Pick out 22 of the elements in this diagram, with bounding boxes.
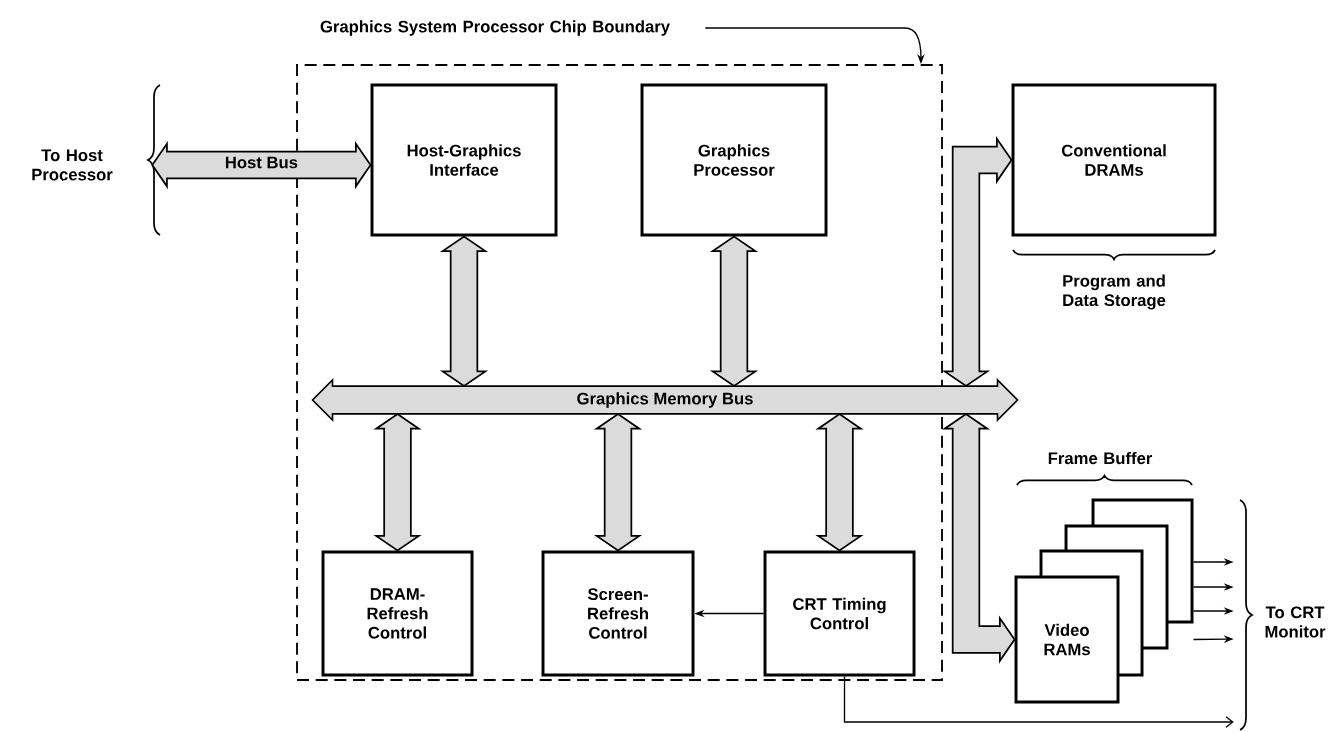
bus-arrow (815, 412, 864, 552)
process-box: Screen-Refresh Control (541, 550, 695, 677)
bus-arrow (709, 235, 759, 388)
bus-arrow (373, 412, 422, 552)
process-box: Graphics Processor (640, 83, 828, 237)
process-box: DRAM-Refresh Control (321, 550, 474, 677)
bus-arrow (593, 412, 643, 552)
label-text: To Host Processor (32, 149, 113, 181)
arrow (843, 675, 1234, 728)
caption-text: Program and Data Storage (1063, 274, 1166, 310)
label-text: To CRT Monitor (1265, 606, 1326, 638)
process-box: Host-Graphics Interface (370, 83, 558, 237)
process-box: CRT Timing Control (763, 550, 916, 677)
edge-label: Host Bus (225, 156, 298, 169)
process-box: Conventional DRAMs (1011, 83, 1217, 237)
bus-arrow (941, 135, 1013, 388)
label-text: Graphics System Processor Chip Boundary (320, 20, 670, 36)
memory-chip-stack: Video RAMs (1014, 498, 1194, 704)
bus-arrow (439, 235, 489, 388)
bus-arrow (941, 412, 1016, 664)
chip-boundary (296, 64, 943, 681)
caption-text: Frame Buffer (1048, 451, 1153, 465)
